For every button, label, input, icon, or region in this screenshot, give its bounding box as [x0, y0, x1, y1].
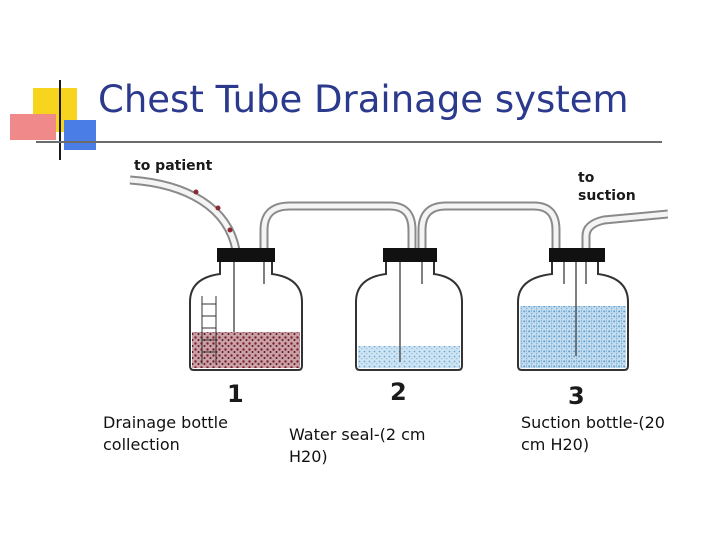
- measurement-scale: [201, 296, 217, 364]
- bottle-number-2: 2: [390, 378, 407, 406]
- label-to-suction-line1: to: [578, 170, 595, 186]
- drainage-fluid: [192, 332, 300, 368]
- decor-vertical-line: [59, 80, 61, 160]
- bottle-3-stopper: [549, 248, 605, 262]
- bottle-2: [355, 248, 463, 371]
- bottle-2-stopper: [383, 248, 437, 262]
- water-seal-fluid: [358, 346, 460, 368]
- decor-square-blue: [64, 120, 96, 150]
- caption-suction-bottle: Suction bottle-(20 cm H20): [521, 413, 665, 454]
- caption-water-seal: Water seal-(2 cm H20): [289, 425, 426, 466]
- decor-square-red: [10, 114, 56, 140]
- title-underline: [36, 141, 662, 143]
- drainage-diagram: to patient to suction: [128, 150, 669, 412]
- drainage-diagram-svg: to patient to suction: [129, 158, 669, 410]
- bottle-1: [189, 248, 303, 371]
- suction-fluid: [520, 306, 626, 368]
- bottle-1-stopper: [217, 248, 275, 262]
- label-to-patient: to patient: [134, 158, 213, 174]
- slide-title: Chest Tube Drainage system: [98, 78, 629, 121]
- bottle-number-3: 3: [568, 382, 585, 410]
- bottle-number-1: 1: [227, 380, 244, 408]
- connector-tube-1-2: [259, 201, 417, 250]
- patient-tube: [129, 175, 241, 251]
- bottle-3: [517, 248, 629, 371]
- label-to-suction-line2: suction: [578, 188, 636, 204]
- caption-drainage-bottle: Drainage bottle collection: [103, 413, 228, 454]
- connector-tube-2-3: [417, 201, 561, 250]
